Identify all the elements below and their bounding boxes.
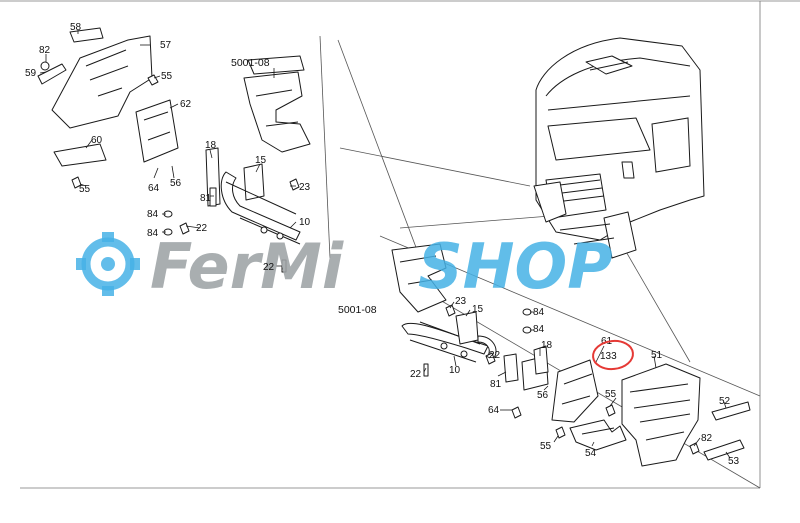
- watermark-shop: SHOP: [418, 230, 613, 303]
- part-number: 15: [472, 304, 484, 315]
- part-number: 18: [541, 340, 553, 351]
- part-number: 55: [540, 441, 552, 452]
- guide-line: [337, 39, 421, 259]
- part-number: 133: [600, 351, 617, 362]
- part-number: 22: [410, 369, 422, 380]
- lower-step-assembly: [511, 359, 751, 467]
- part-number: 81: [200, 193, 212, 204]
- fermishop-watermark: FerMi SHOP: [76, 230, 613, 303]
- gear-logo-icon: [76, 232, 140, 296]
- part-number: 10: [299, 217, 311, 228]
- part-number: 64: [148, 183, 160, 194]
- part-number: 15: [255, 155, 267, 166]
- part-number: 51: [651, 350, 663, 361]
- part-number: 10: [449, 365, 461, 376]
- part-number: 53: [728, 456, 740, 467]
- part-number: 62: [180, 99, 192, 110]
- highlight-circle: [592, 339, 634, 371]
- part-number: 18: [205, 140, 217, 151]
- part-number: 58: [70, 22, 82, 33]
- part-number: 82: [701, 433, 713, 444]
- guide-line: [339, 147, 531, 187]
- part-number: 84: [147, 209, 159, 220]
- part-number: 55: [79, 184, 91, 195]
- leader-lines: [39, 30, 731, 459]
- part-number: 23: [455, 296, 467, 307]
- part-number: 64: [488, 405, 500, 416]
- upper-rail-assembly: [163, 147, 301, 273]
- part-number: 55: [605, 389, 617, 400]
- part-number: 59: [25, 68, 37, 79]
- lower-mount-bracket: [391, 243, 447, 313]
- watermark-fermi: FerMi: [150, 230, 344, 303]
- part-number: 56: [170, 178, 182, 189]
- part-number: 84: [533, 324, 545, 335]
- reference-label-bottom: 5001-08: [338, 304, 377, 316]
- part-number: 81: [490, 379, 502, 390]
- part-number: 84: [147, 228, 159, 239]
- part-number: 54: [585, 448, 597, 459]
- part-numbers: 58 82 57 59 55 62 60 55 64 56 18 15 23 8…: [25, 22, 740, 467]
- part-number: 60: [91, 135, 103, 146]
- truck-cab: [533, 37, 705, 259]
- part-number: 57: [160, 40, 172, 51]
- upper-mount-bracket: [243, 55, 311, 153]
- part-number: 22: [196, 223, 208, 234]
- part-number: 23: [299, 182, 311, 193]
- part-number: 22: [489, 350, 501, 361]
- lower-rail-assembly: [401, 304, 549, 391]
- part-number: 82: [39, 45, 51, 56]
- reference-label-top: 5001-08: [231, 57, 270, 69]
- part-number: 84: [533, 307, 545, 318]
- upper-step-assembly: [37, 27, 179, 189]
- part-number: 56: [537, 390, 549, 401]
- part-number: 22: [263, 262, 275, 273]
- part-number: 52: [719, 396, 731, 407]
- part-number: 55: [161, 71, 173, 82]
- guide-line: [319, 35, 331, 259]
